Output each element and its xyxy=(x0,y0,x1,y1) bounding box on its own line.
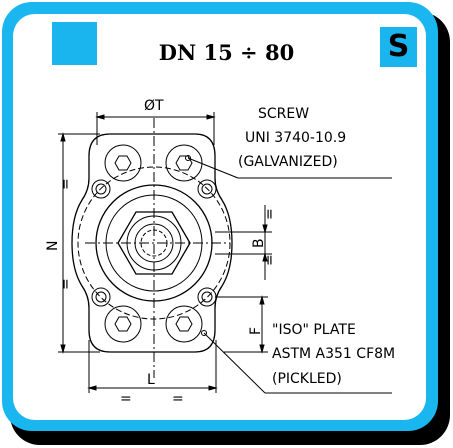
label-eq-l-right: = xyxy=(172,391,184,407)
dim-t-arrow-left xyxy=(95,114,105,120)
label-phi-t: ØT xyxy=(144,98,164,114)
page-title: DN 15 ÷ 80 xyxy=(158,40,295,65)
dim-n-arrow-bottom xyxy=(60,344,66,354)
label-f: F xyxy=(248,327,264,335)
dim-l-arrow-left xyxy=(87,385,97,391)
hole-lower-left-outer xyxy=(91,287,111,307)
valve-body-ring xyxy=(105,194,203,292)
plate-leader xyxy=(203,332,266,394)
label-eq-b-top: = xyxy=(262,208,278,220)
iso-plate-outline xyxy=(71,133,233,353)
bore-inner xyxy=(134,223,174,263)
bolt-circle xyxy=(77,166,231,320)
label-l: L xyxy=(147,372,155,388)
screw-hex-top-left xyxy=(114,155,132,171)
dim-t-arrow-right xyxy=(206,114,216,120)
label-screw-2: UNI 3740-10.9 xyxy=(245,130,346,146)
screw-head-top-right xyxy=(165,144,203,182)
dim-b-arrow-bottom xyxy=(262,252,268,262)
hole-lower-right-outer xyxy=(197,287,217,307)
screw-leader-dot xyxy=(185,155,191,161)
dim-f-arrow-top xyxy=(259,295,265,305)
label-plate-2: ASTM A351 CF8M xyxy=(272,346,395,362)
label-b: B xyxy=(251,238,267,248)
label-n: N xyxy=(45,241,61,251)
hole-upper-left-inner xyxy=(95,183,107,195)
blue-square-marker xyxy=(52,22,97,65)
screw-head-bottom-right xyxy=(165,305,203,343)
valve-body-outer xyxy=(95,184,213,302)
screw-leader xyxy=(187,157,239,179)
dim-n-arrow-top xyxy=(60,132,66,142)
screw-head-top-left xyxy=(104,144,142,182)
bore-outer xyxy=(126,215,182,271)
plate-leader-dot xyxy=(201,330,207,336)
dim-b-arrow-top xyxy=(262,224,268,234)
label-screw-3: (GALVANIZED) xyxy=(238,154,338,170)
hole-upper-left-outer xyxy=(91,179,111,199)
screw-hex-bottom-right xyxy=(175,316,193,332)
hex-nut xyxy=(117,211,191,275)
card-frame xyxy=(2,2,438,431)
label-plate-1: "ISO" PLATE xyxy=(272,322,356,338)
hole-upper-right-inner xyxy=(201,183,213,195)
label-eq-n-bottom: = xyxy=(58,278,74,290)
hole-upper-right-outer xyxy=(197,179,217,199)
hole-lower-left-inner xyxy=(95,291,107,303)
screw-hex-top-right xyxy=(175,155,193,171)
bore-center xyxy=(140,229,168,257)
label-eq-b-bottom: = xyxy=(262,254,278,266)
s-badge: S xyxy=(380,27,417,67)
screw-hex-bottom-left xyxy=(114,316,132,332)
hole-lower-right-inner xyxy=(201,291,213,303)
label-screw-1: SCREW xyxy=(258,106,309,122)
screw-head-bottom-left xyxy=(104,305,142,343)
dim-f-arrow-bottom xyxy=(259,344,265,354)
label-plate-3: (PICKLED) xyxy=(272,371,342,387)
dim-l-arrow-right xyxy=(208,385,218,391)
label-eq-l-left: = xyxy=(120,391,132,407)
label-eq-n-top: = xyxy=(58,178,74,190)
